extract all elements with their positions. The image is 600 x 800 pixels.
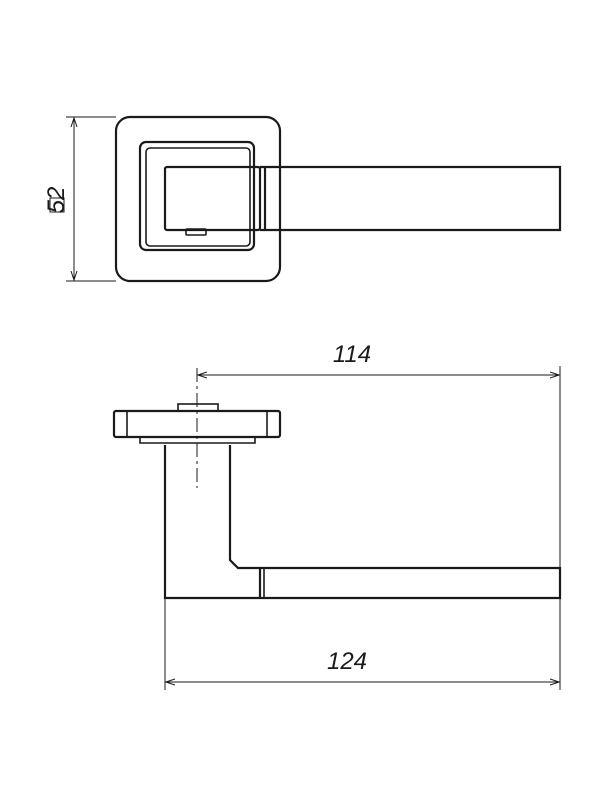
- handle-neck-side: [163, 445, 562, 600]
- side-view: 114 124: [112, 341, 562, 690]
- dim-label-124: 124: [327, 648, 367, 675]
- handle-lever-top: [260, 165, 562, 232]
- rose-inner-square-step: [145, 147, 251, 247]
- rose-boss: [177, 403, 219, 412]
- rose-inner-square: [138, 140, 256, 252]
- top-view: 52: [43, 115, 562, 283]
- rose-outer-square: [114, 115, 282, 283]
- handle-neck-block: [163, 165, 262, 232]
- dim-label-114: 114: [333, 341, 371, 368]
- dim-label-52: 52: [43, 187, 70, 214]
- square-symbol-icon: [49, 197, 65, 213]
- handle-slot: [185, 228, 207, 236]
